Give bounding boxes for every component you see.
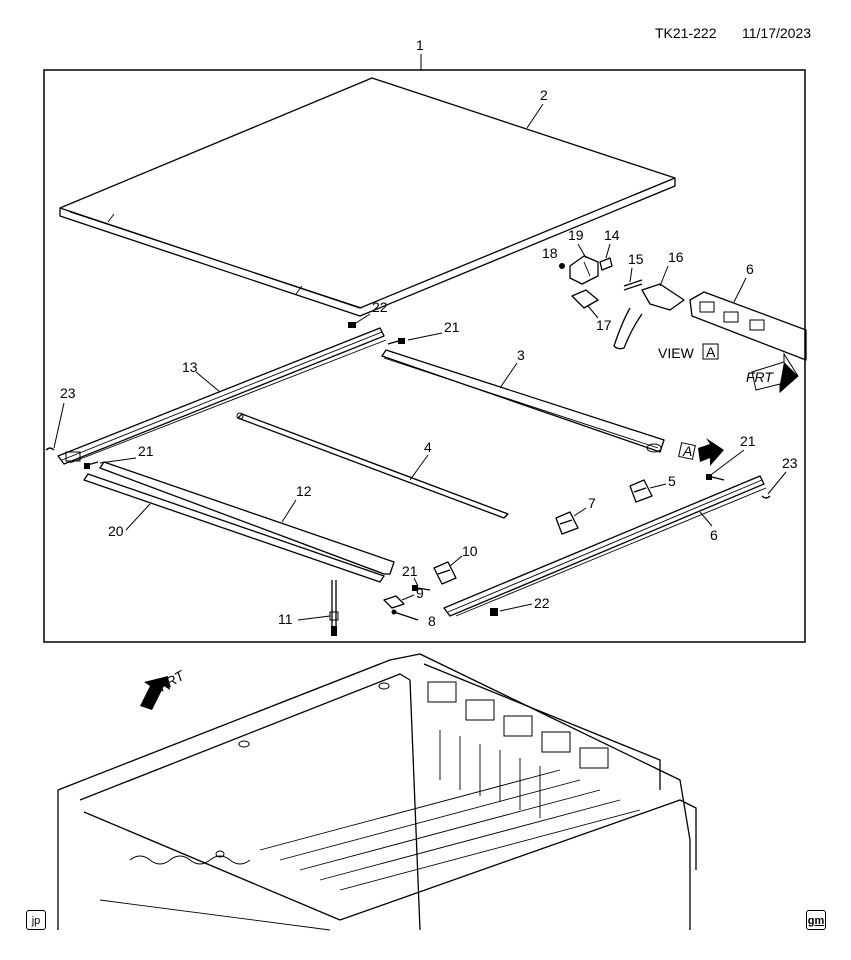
callout-12: 12 (296, 483, 312, 499)
view-a-letter: A (706, 344, 716, 360)
callout-23-right: 23 (782, 455, 798, 471)
callout-21-left: 21 (138, 443, 154, 459)
callout-13: 13 (182, 359, 198, 375)
part-22-clip-bottom (490, 608, 498, 616)
gm-logo-badge: gm (806, 910, 826, 930)
callout-4: 4 (424, 439, 432, 455)
callout-17: 17 (596, 317, 612, 333)
part-9-bracket (383, 595, 405, 609)
callout-22-top: 22 (372, 299, 388, 315)
callout-21-right: 21 (740, 433, 756, 449)
callout-14: 14 (604, 227, 620, 243)
callout-3: 3 (517, 347, 525, 363)
part-13-left-rail (57, 327, 387, 465)
part-14-washer (599, 257, 613, 271)
part-22-clip-top (348, 322, 356, 328)
callout-5: 5 (668, 473, 676, 489)
part-12-rail-cover (99, 461, 395, 575)
frt-arrow-upper-icon: FRT (746, 352, 799, 394)
callout-16: 16 (668, 249, 684, 265)
truck-bed-illustration (57, 653, 697, 931)
svg-text:A: A (682, 443, 692, 459)
part-21-bolt-top (387, 338, 405, 345)
part-21-bolt-right (706, 474, 725, 481)
part-11-strap (329, 580, 339, 636)
part-5-clamp (629, 479, 653, 503)
part-21-bolt-lower (412, 585, 431, 591)
part-20-seal (83, 473, 385, 583)
part-10-clamp (433, 561, 457, 585)
part-21-bolt-left (83, 461, 99, 469)
view-a-pointer: A (678, 438, 724, 466)
part-7-clamp (555, 511, 579, 535)
callout-11: 11 (278, 611, 293, 627)
part-23-clip-right (761, 495, 771, 499)
view-a-label: VIEW (658, 345, 695, 361)
callout-2: 2 (540, 87, 548, 103)
part-4-crossbar (236, 412, 509, 519)
callout-15: 15 (628, 251, 644, 267)
jp-badge: jp (26, 910, 46, 930)
part-23-clip-left (45, 447, 55, 451)
callout-8: 8 (428, 613, 436, 629)
part-19-bracket (569, 255, 599, 285)
assembly-frame (43, 69, 806, 643)
part-18-pin (559, 263, 565, 269)
svg-text:FRT: FRT (156, 667, 189, 695)
callout-22-bottom: 22 (534, 595, 550, 611)
part-2-cover-panel (59, 77, 676, 317)
callout-6-view: 6 (746, 261, 754, 277)
part-6-right-rail (443, 475, 767, 617)
diagram-date: 11/17/2023 (742, 25, 811, 41)
callout-10: 10 (462, 543, 478, 559)
part-6-view-rail (689, 291, 807, 361)
part-17-pad (571, 289, 599, 309)
callout-9: 9 (416, 585, 424, 601)
callout-18: 18 (542, 245, 558, 261)
callout-20: 20 (108, 523, 124, 539)
diagram-code: TK21-222 (655, 25, 717, 41)
part-3-rear-bar (381, 349, 665, 453)
svg-text:FRT: FRT (746, 369, 774, 385)
callout-19: 19 (568, 227, 584, 243)
frt-arrow-lower-icon: FRT (140, 667, 188, 710)
callout-1: 1 (416, 37, 424, 53)
part-8-screw (391, 609, 419, 621)
callout-7: 7 (588, 495, 596, 511)
part-15-pin (623, 279, 643, 291)
callout-21-top: 21 (444, 319, 460, 335)
part-16-latch-handle (613, 283, 685, 350)
callout-6-rail: 6 (710, 527, 718, 543)
callout-21-lower: 21 (402, 563, 418, 579)
callout-23-left: 23 (60, 385, 76, 401)
view-a-box (702, 343, 719, 360)
